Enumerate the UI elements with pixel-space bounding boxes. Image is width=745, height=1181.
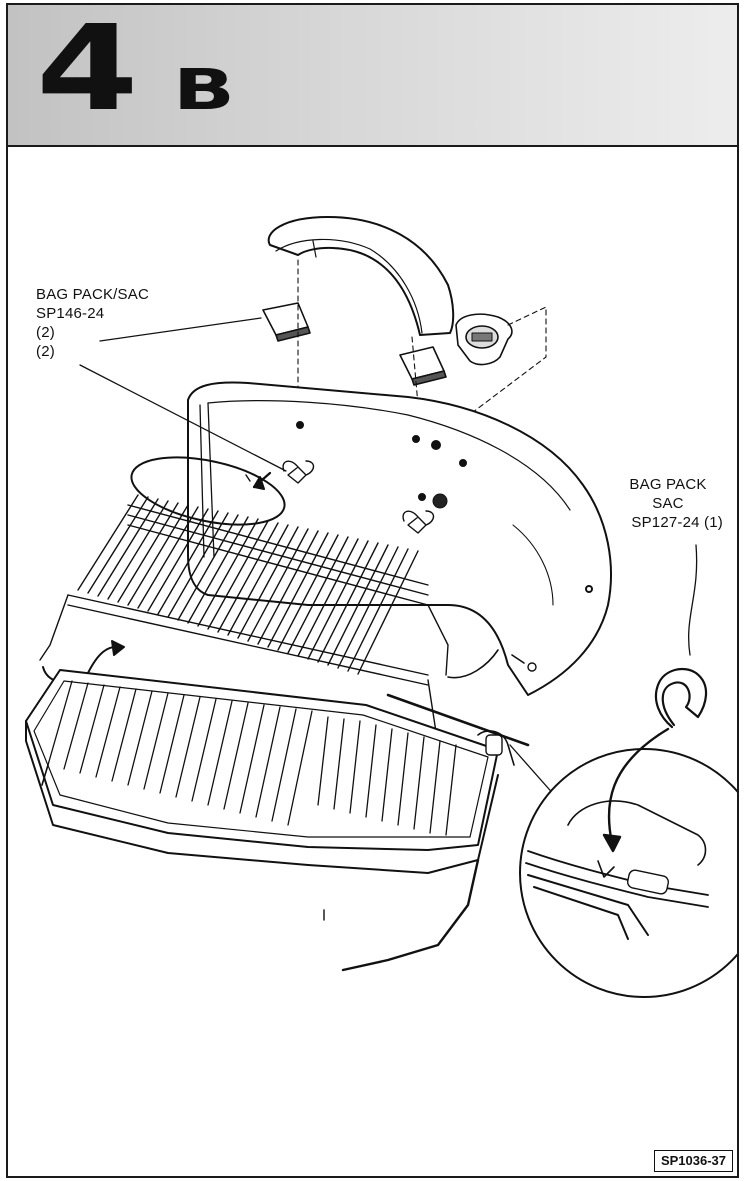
spacer-right <box>399 346 447 386</box>
assembly-illustration <box>25 216 737 998</box>
callout-right-title: BAG PACK <box>629 476 707 493</box>
document-code: SP1036-37 <box>653 1150 733 1172</box>
inset-arrow <box>602 727 670 853</box>
step-letter: B <box>173 58 235 123</box>
hairpin-clip <box>654 667 708 729</box>
callout-right-part-number: SP127-24 (1) <box>631 514 723 531</box>
spacer-left <box>262 302 311 342</box>
step-header: 4 B <box>8 5 737 147</box>
callout-bag-pack-left: BAG PACK/SAC SP146-24 (2) (2) <box>36 285 149 361</box>
leader-lines <box>79 317 698 798</box>
callout-left-quantity-1: (2) <box>36 324 55 341</box>
callout-left-quantity-2: (2) <box>36 343 55 360</box>
grill-lid <box>187 381 612 696</box>
wing-nut-left <box>282 460 315 484</box>
lid-handle <box>267 216 455 336</box>
wing-nut-right <box>402 510 435 534</box>
step-number: 4 <box>36 3 139 137</box>
hex-nut <box>432 493 448 509</box>
cooking-grate <box>25 669 499 851</box>
callout-bag-pack-right: BAG PACK SAC SP127-24 (1) <box>613 475 723 532</box>
callout-right-subtitle: SAC <box>652 495 684 512</box>
callout-left-part-number: SP146-24 <box>36 305 105 322</box>
grill-base <box>25 693 530 972</box>
thermometer <box>455 313 513 366</box>
detail-inset <box>519 748 737 998</box>
page-frame: 4 B <box>6 3 739 1178</box>
callout-left-title: BAG PACK/SAC <box>36 286 149 303</box>
